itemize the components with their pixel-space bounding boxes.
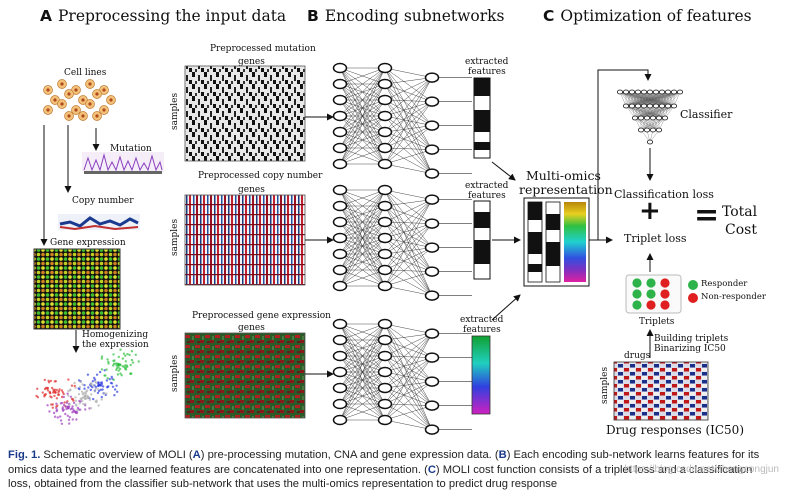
- classifier-label: Classifier: [680, 108, 733, 121]
- extracted-label-1a: extracted: [465, 57, 509, 67]
- cell-lines-cluster: [43, 79, 116, 121]
- cost-label: Cost: [725, 222, 757, 238]
- mutation-matrix: [184, 65, 306, 162]
- cell-lines-label: Cell lines: [64, 68, 107, 78]
- expr-genes-label: genes: [238, 323, 265, 333]
- mutation-label: Mutation: [110, 144, 152, 154]
- watermark: https://blog.csdn.net/zhengcongjun: [624, 464, 779, 475]
- binarizing-label: Binarizing IC50: [654, 344, 726, 354]
- total-label: Total: [722, 204, 758, 220]
- copy-number-matrix: [184, 194, 306, 286]
- responder-legend-dot: [688, 280, 698, 290]
- mutation-trace-icon: [82, 152, 164, 174]
- gene-expression-microarray: [33, 248, 121, 330]
- responder-legend-label: Responder: [701, 279, 748, 289]
- mutation-matrix-title: Preprocessed mutation: [210, 44, 316, 54]
- homogenizing-label-1: Homogenizing: [82, 330, 149, 340]
- copy-number-label: Copy number: [72, 196, 134, 206]
- triplets-label: Triplets: [639, 317, 675, 327]
- classifier-network: [617, 89, 684, 145]
- gene-expression-label: Gene expression: [50, 238, 126, 248]
- extracted-features-copy-number: [473, 200, 491, 280]
- caption-fig-label: Fig. 1.: [8, 449, 41, 461]
- panel-c-title: C Optimization of features: [543, 7, 752, 25]
- multi-omics-label-2: representation: [519, 182, 613, 197]
- cna-samples-label: samples: [170, 218, 180, 256]
- figure-caption: Fig. 1. Schematic overview of MOLI (A) p…: [8, 448, 778, 492]
- panel-c-title-text: Optimization of features: [560, 7, 752, 25]
- caption-ref-a: A: [192, 449, 201, 461]
- triplets-box: [625, 274, 682, 314]
- triplet-loss-label: Triplet loss: [624, 232, 687, 245]
- panel-b-title-text: Encoding subnetworks: [324, 7, 505, 25]
- expr-samples-label: samples: [170, 354, 180, 392]
- plus-sign: +: [639, 196, 661, 226]
- panel-b-letter: B: [307, 7, 319, 25]
- drug-samples-label: samples: [600, 366, 610, 404]
- caption-ref-c: C: [427, 463, 436, 476]
- homogenizing-label-2: the expression: [82, 340, 149, 350]
- caption-part-1: Schematic overview of MOLI (: [40, 449, 193, 461]
- non-responder-legend-label: Non-responder: [701, 292, 766, 302]
- extracted-label-1b: features: [468, 67, 506, 77]
- drug-response-matrix: [613, 361, 709, 421]
- cna-genes-label: genes: [238, 185, 265, 195]
- caption-part-3: ) Each encoding sub-network learns featu…: [8, 449, 760, 476]
- multi-omics-representation: [523, 197, 590, 287]
- panel-b-title: B Encoding subnetworks: [307, 7, 504, 25]
- encoding-networks: [332, 62, 472, 435]
- panel-a-title-text: Preprocessing the input data: [58, 7, 287, 25]
- homogenized-expression-scatter: [35, 348, 140, 425]
- expr-matrix-title: Preprocessed gene expression: [192, 311, 331, 321]
- multi-omics-label-1: Multi-omics: [526, 168, 601, 183]
- drugs-label: drugs: [624, 351, 651, 361]
- caption-part-2: ) pre-processing mutation, CNA and gene …: [200, 449, 499, 461]
- mutation-samples-label: samples: [170, 92, 180, 130]
- gene-expression-matrix: [184, 332, 306, 419]
- caption-ref-b: B: [498, 449, 507, 461]
- mutation-genes-label: genes: [238, 57, 265, 67]
- panel-c-letter: C: [543, 7, 555, 25]
- extracted-features-mutation: [473, 77, 491, 159]
- extracted-label-2b: features: [468, 191, 506, 201]
- building-triplets-label: Building triplets: [654, 334, 729, 344]
- equals-sign: =: [694, 198, 720, 233]
- extracted-features-expression: [471, 335, 491, 415]
- cna-matrix-title: Preprocessed copy number: [198, 171, 323, 181]
- caption-part-4: ) MOLI cost function consists of a tripl…: [8, 463, 753, 491]
- extracted-label-3b: features: [463, 325, 501, 335]
- non-responder-legend-dot: [688, 293, 698, 303]
- extracted-label-3a: extracted: [460, 315, 504, 325]
- extracted-label-2a: extracted: [465, 181, 509, 191]
- classification-loss-label: Classification loss: [614, 188, 714, 201]
- panel-a-letter: A: [40, 7, 52, 25]
- drug-responses-label: Drug responses (IC50): [606, 423, 744, 437]
- panel-a-title: A Preprocessing the input data: [40, 7, 286, 25]
- copy-number-track-icon: [58, 214, 140, 231]
